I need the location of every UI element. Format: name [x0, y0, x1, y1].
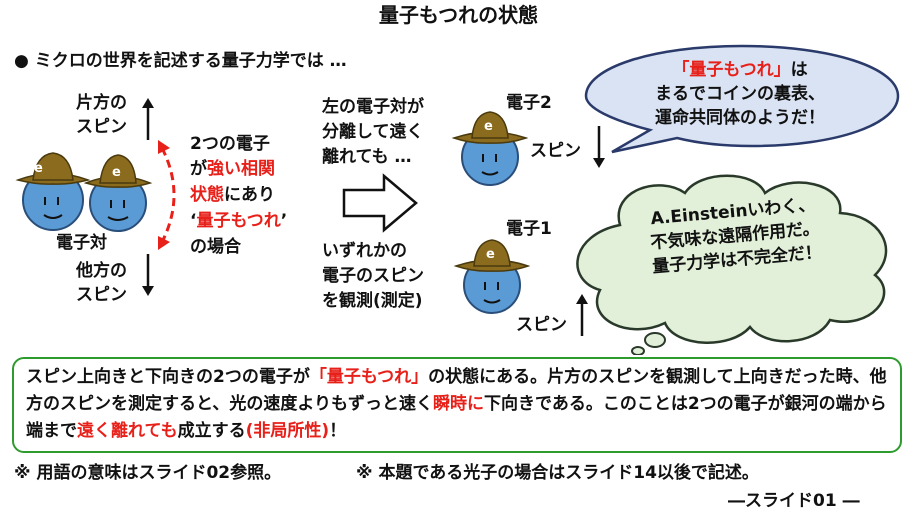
electron2-symbol: e [484, 119, 493, 134]
electron1-symbol: e [486, 247, 495, 262]
intro-bullet: ● ミクロの世界を記述する量子力学では … [14, 51, 347, 71]
state-text-line5: の場合 [190, 237, 241, 257]
electron2-icon [451, 111, 528, 186]
separation-text-line1: 左の電子対が [322, 97, 424, 117]
state-text-line3: 状態にあり [190, 185, 275, 205]
footer-note-2: ※ 本題である光子の場合はスライド14以後で記述。 [356, 463, 759, 483]
spin-up-arrow-icon [142, 98, 154, 140]
speech-bubble [584, 44, 900, 154]
correlation-arc-icon [158, 140, 176, 250]
measure-text-line1: いずれかの [322, 241, 407, 261]
electron-pair-illustration [15, 152, 153, 232]
top-spin-label-2: スピン [76, 117, 127, 137]
electron1-spin-up-arrow-icon [576, 294, 588, 336]
thought-cloud [576, 174, 888, 355]
state-text-line4: ‘量子もつれ’ [190, 211, 288, 231]
electron2-spin-down-arrow-icon [593, 126, 605, 168]
state-text-line2: が強い相関 [190, 159, 275, 179]
slide-title: 量子もつれの状態 [378, 3, 539, 27]
electron1-spin-label: スピン [516, 315, 567, 335]
electron-symbol-right: e [112, 165, 121, 180]
electron-symbol-left: e [34, 161, 43, 176]
measure-text-line2: 電子のスピン [322, 266, 424, 286]
state-text-line1: 2つの電子 [190, 134, 270, 154]
separation-text-line2: 分離して遠く [322, 122, 424, 142]
measure-text-line3: を観測(測定) [322, 291, 423, 311]
electron1-label: 電子1 [506, 219, 552, 239]
speech-bubble-text: 「量子もつれ」は まるでコインの裏表、 運命共同体のようだ！ [655, 60, 825, 128]
electron2-spin-label: スピン [530, 141, 581, 161]
electron-pair-label: 電子対 [56, 233, 107, 253]
bottom-spin-label-2: スピン [76, 285, 127, 305]
footer-note-1: ※ 用語の意味はスライド02参照。 [14, 463, 282, 483]
electron2-label: 電子2 [506, 93, 552, 113]
electron-left-icon [15, 152, 91, 231]
electron-right-icon [83, 154, 153, 232]
summary-text: スピン上向きと下向きの2つの電子が「量子もつれ」の状態にある。片方のスピンを観測… [26, 367, 887, 441]
top-spin-label-1: 片方の [76, 93, 127, 113]
slide-number-label: ―スライド01 ― [728, 491, 860, 511]
summary-frame [12, 357, 902, 453]
spin-down-arrow-icon [142, 254, 154, 296]
separation-text-line3: 離れても … [322, 147, 412, 167]
right-block-arrow-icon [342, 173, 418, 233]
bottom-spin-label-1: 他方の [76, 261, 127, 281]
electron1-icon [453, 239, 530, 314]
